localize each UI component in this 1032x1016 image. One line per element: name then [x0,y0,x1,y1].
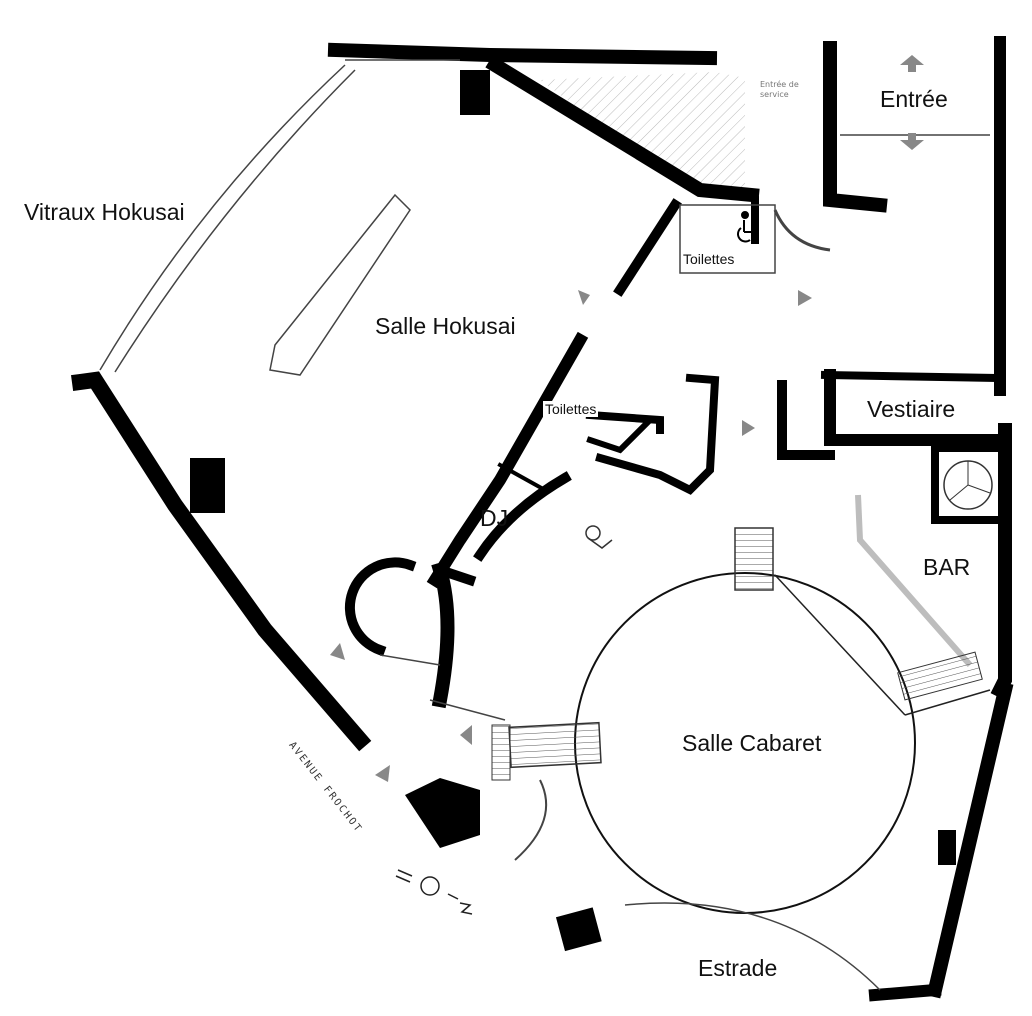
room-label-estrade: Estrade [698,955,778,981]
dj-decor-icon [585,525,613,549]
room-label-toilettes-mid: Toilettes [543,401,599,417]
room-label-bar: BAR [923,554,971,580]
room-label-salle-cabaret: Salle Cabaret [682,730,822,756]
room-label-entree: Entrée [880,86,948,112]
room-label-toilettes-top: Toilettes [681,251,737,267]
north-arrow-icon [395,869,473,915]
staircase-icon [491,460,993,781]
service-hatched-area [540,72,745,195]
room-label-vitraux-hokusai: Vitraux Hokusai [24,199,185,225]
outer-walls [71,36,1014,1002]
room-label-vestiaire: Vestiaire [864,396,959,423]
bar-counter [855,494,973,667]
room-label-dj: DJ [480,505,509,531]
direction-arrow-icon [330,55,924,782]
service-entrance-label: Entrée de service [760,80,799,100]
wheelchair-icon [737,211,757,243]
room-label-salle-hokusai: Salle Hokusai [375,313,516,339]
